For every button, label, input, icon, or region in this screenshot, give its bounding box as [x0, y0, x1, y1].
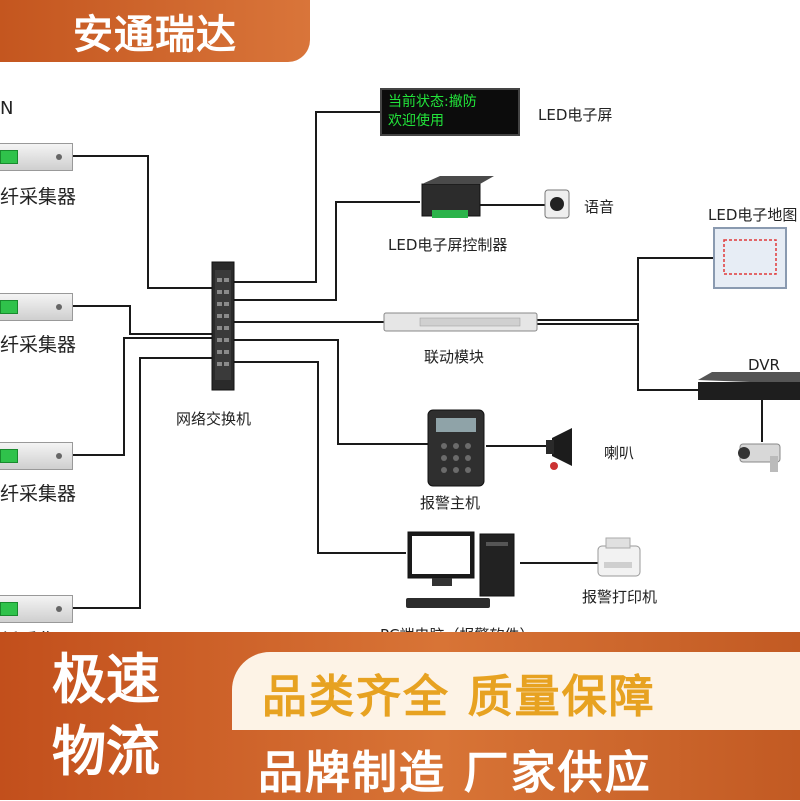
brand-banner: 安通瑞达 [0, 0, 310, 62]
line-collector-1 [72, 155, 218, 289]
promo-left-line1: 极速 [52, 648, 160, 711]
led-controller-device [421, 176, 494, 218]
line-dvr [537, 323, 698, 391]
printer-label: 报警打印机 [582, 588, 658, 606]
dvr-device [698, 372, 800, 400]
slogan-brand: 品牌制造 厂家供应 [258, 746, 652, 799]
collector-label-2: 纤采集器 [0, 334, 77, 356]
horn-label: 喇叭 [604, 444, 635, 462]
line-collector-4 [72, 357, 218, 609]
collector-label-3: 纤采集器 [0, 483, 77, 505]
horn-device [546, 428, 572, 470]
line-led-controller [234, 201, 420, 301]
voice-label: 语音 [584, 198, 615, 216]
connection-lines [72, 111, 763, 609]
left-fragment-text: N [0, 98, 14, 119]
linkage-module-device [383, 312, 538, 332]
collector-device-1 [0, 143, 73, 171]
led-screen-line2: 欢迎使用 [388, 113, 444, 129]
line-pc [234, 361, 406, 554]
switch-label: 网络交换机 [176, 410, 252, 428]
led-screen-label: LED电子屏 [538, 106, 613, 124]
line-collector-2 [72, 305, 218, 335]
linkage-module-label: 联动模块 [424, 348, 485, 366]
network-switch-device [211, 261, 235, 391]
collector-device-3 [0, 442, 73, 470]
led-map-label: LED电子地图 [708, 206, 798, 224]
line-led-screen [234, 111, 380, 283]
slogan-quality: 品类齐全 质量保障 [262, 670, 656, 723]
alarm-host-device [427, 409, 485, 487]
pc-device [406, 531, 515, 608]
collector-device-2 [0, 293, 73, 321]
led-controller-label: LED电子屏控制器 [388, 236, 508, 254]
collector-device-4 [0, 595, 73, 623]
led-screen-line1: 当前状态:撤防 [388, 94, 477, 110]
camera-device [738, 443, 781, 472]
promo-left-block: 极速 物流 [0, 638, 212, 800]
line-alarm-host [234, 339, 428, 445]
collector-label-1: 纤采集器 [0, 186, 77, 208]
slogan-panel [232, 652, 800, 730]
printer-device [597, 537, 641, 577]
led-screen-device: 当前状态:撤防 欢迎使用 [380, 88, 520, 136]
line-collector-3 [72, 337, 218, 456]
led-map-device [713, 227, 787, 289]
alarm-host-label: 报警主机 [420, 494, 481, 512]
line-led-map [537, 257, 714, 321]
voice-device [544, 189, 570, 219]
dvr-label: DVR [748, 356, 780, 374]
promo-left-line2: 物流 [52, 720, 160, 783]
